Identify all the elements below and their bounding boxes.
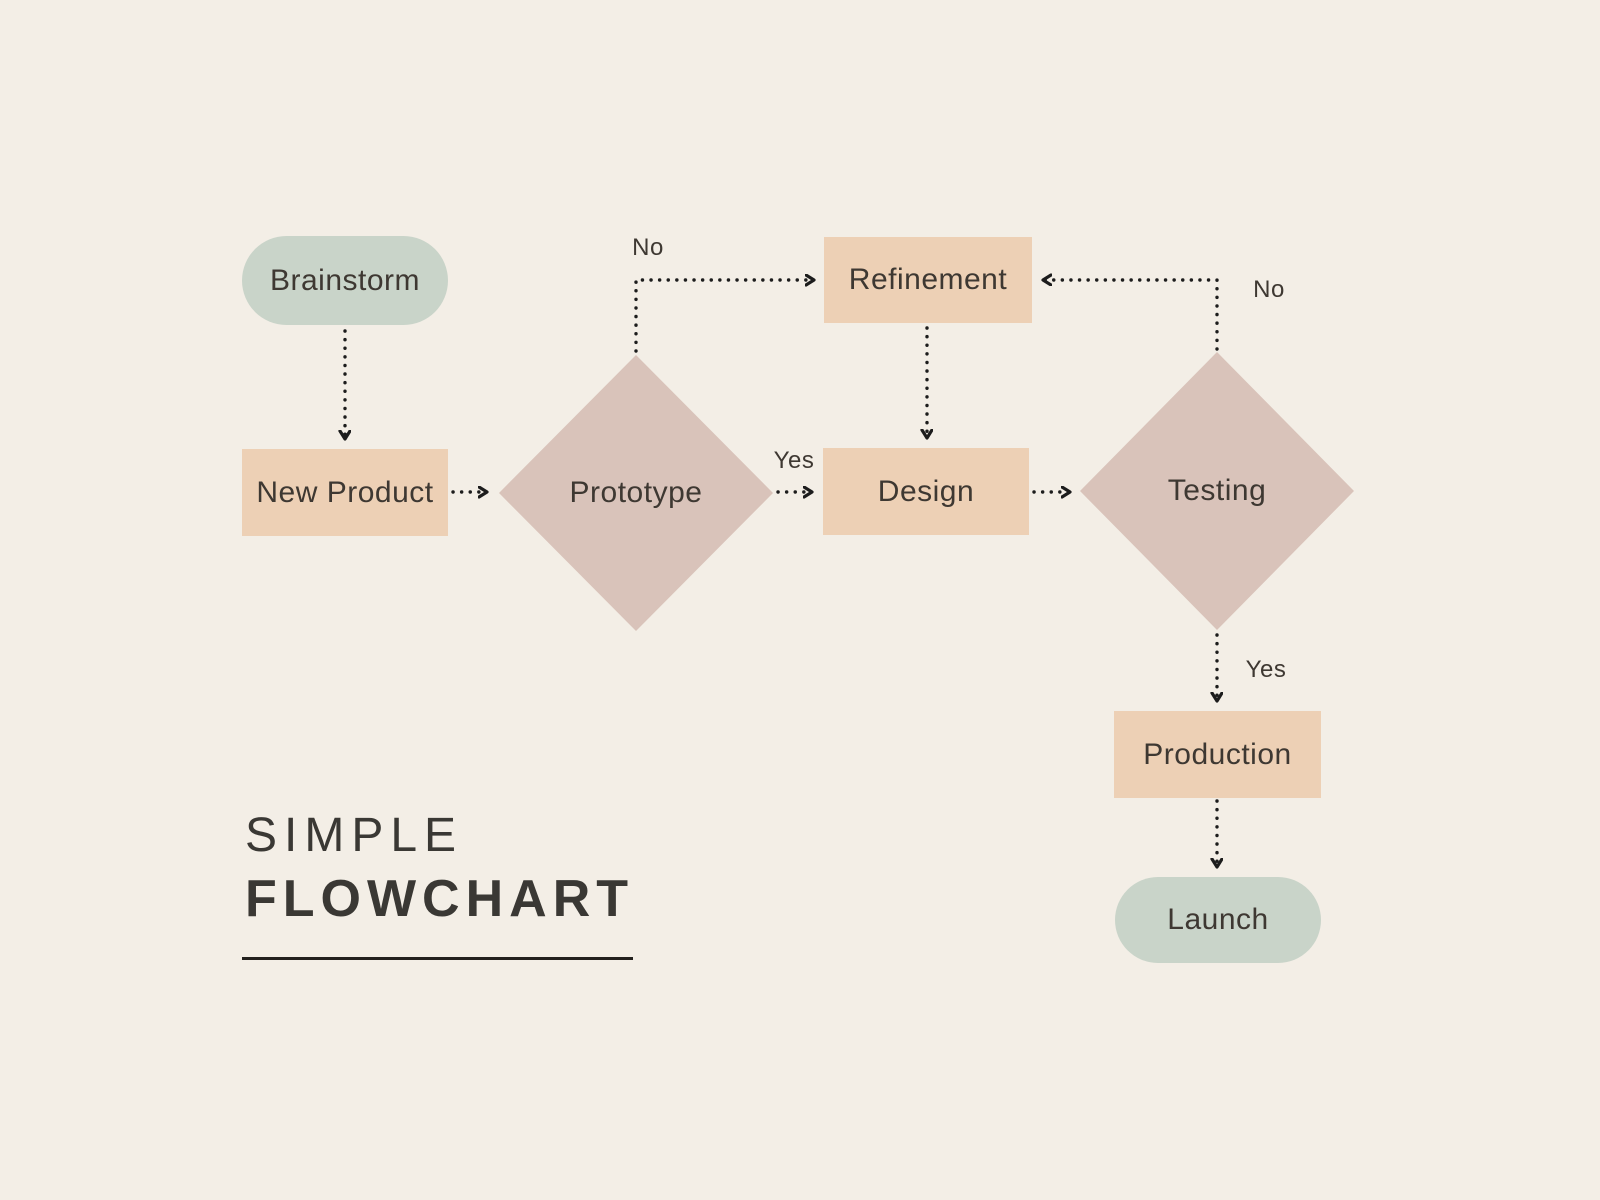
node-production-label: Production [1143,737,1292,771]
node-launch-label: Launch [1167,903,1269,936]
edge-label-testing-yes: Yes [1245,656,1287,683]
node-brainstorm: Brainstorm [242,236,448,325]
edge-prototype-no-to-refinement [634,280,816,353]
title-underline [242,957,633,960]
node-prototype-label: Prototype [569,476,703,509]
node-new-product-label: New Product [256,475,434,509]
node-design: Design [823,448,1029,535]
edge-label-prototype-no: No [632,234,664,261]
node-testing: Testing [1080,352,1354,630]
edge-label-prototype-yes: Yes [773,447,815,474]
node-launch: Launch [1115,877,1321,963]
edge-testing-no-to-refinement [1041,280,1219,351]
node-testing-label: Testing [1167,474,1267,507]
node-refinement: Refinement [824,237,1032,323]
node-production: Production [1114,711,1321,798]
node-brainstorm-label: Brainstorm [269,263,421,297]
node-refinement-label: Refinement [848,263,1008,296]
node-design-label: Design [877,474,975,508]
title-block: SIMPLE FLOWCHART [245,809,635,928]
page-title-line1: SIMPLE [245,809,464,862]
page-title-line2: FLOWCHART [245,870,635,928]
edge-label-testing-no: No [1253,276,1285,303]
node-new-product: New Product [242,449,448,536]
node-prototype: Prototype [499,355,773,631]
